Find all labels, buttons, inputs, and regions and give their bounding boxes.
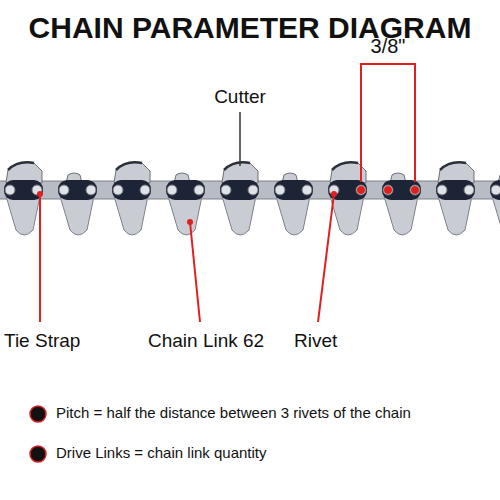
leader-line bbox=[318, 194, 334, 322]
note-text: Pitch = half the distance between 3 rive… bbox=[56, 404, 496, 422]
diagram-title: CHAIN PARAMETER DIAGRAM bbox=[0, 10, 500, 46]
leader-line bbox=[39, 194, 41, 322]
leader-line bbox=[239, 112, 241, 166]
rivet-marker bbox=[411, 186, 419, 194]
bullet-dot bbox=[30, 446, 46, 462]
chain-segment bbox=[220, 162, 286, 235]
rivet-marker bbox=[357, 186, 365, 194]
chain-segment bbox=[490, 173, 500, 235]
chain-segment bbox=[4, 162, 70, 235]
leader-dot bbox=[187, 219, 193, 225]
chain-segment bbox=[112, 162, 178, 235]
bullet-dot bbox=[30, 406, 46, 422]
part-label: Tie Strap bbox=[4, 330, 114, 353]
dimension-label: 3/8" bbox=[358, 34, 418, 58]
leader-line bbox=[190, 222, 200, 322]
note-text: Drive Links = chain link quantity bbox=[56, 444, 496, 462]
part-label: Rivet bbox=[294, 330, 364, 353]
pitch-bracket bbox=[361, 64, 415, 182]
rivet-marker bbox=[384, 186, 392, 194]
chain-segment bbox=[436, 162, 500, 235]
leader-dot bbox=[37, 191, 43, 197]
part-label: Cutter bbox=[205, 86, 275, 109]
part-label: Chain Link 62 bbox=[148, 330, 278, 353]
leader-dot bbox=[331, 191, 337, 197]
